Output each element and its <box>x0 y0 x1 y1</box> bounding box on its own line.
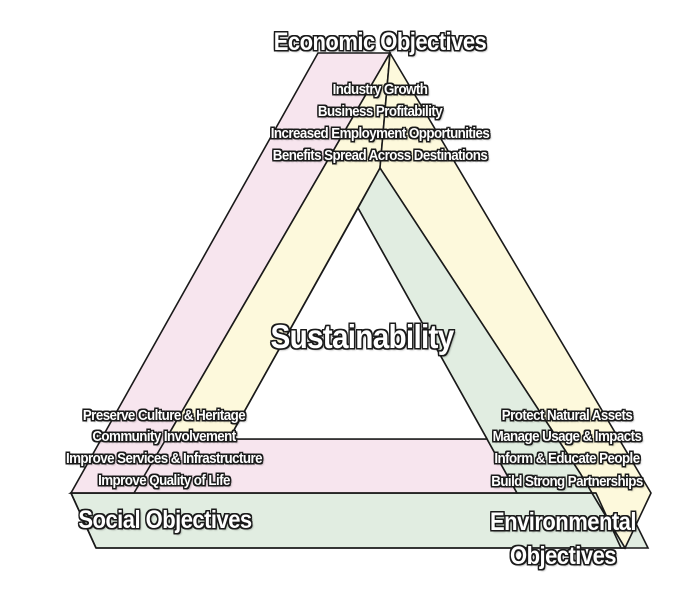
inner-triangle <box>227 206 489 440</box>
economic-item: Increased Employment Opportunities <box>270 126 490 142</box>
economic-item: Benefits Spread Across Destinations <box>272 148 488 164</box>
economic-item: Industry Growth <box>332 82 428 98</box>
social-objectives-title: Social Objectives <box>78 506 252 534</box>
environmental-objectives-list: Protect Natural Assets Manage Usage & Im… <box>462 406 672 494</box>
environmental-item: Inform & Educate People <box>494 451 640 467</box>
pink-left-arm <box>69 52 392 494</box>
environmental-objectives-title-line1: Environmental <box>490 508 636 536</box>
economic-objectives-title: Economic Objectives <box>273 28 487 56</box>
social-objectives-list: Preserve Culture & Heritage Community In… <box>34 406 294 492</box>
social-item: Improve Quality of Life <box>98 473 230 489</box>
social-item: Improve Services & Infrastructure <box>65 451 263 467</box>
economic-objectives-list: Industry Growth Business Profitability I… <box>230 79 530 167</box>
social-item: Community Involvement <box>92 429 236 445</box>
social-item: Preserve Culture & Heritage <box>82 408 246 424</box>
environmental-item: Protect Natural Assets <box>501 408 633 424</box>
economic-item: Business Profitability <box>317 104 443 120</box>
sustainability-label: Sustainability <box>270 318 454 355</box>
environmental-objectives-title-line2: Objectives <box>509 542 617 570</box>
environmental-item: Manage Usage & Impacts <box>492 429 642 445</box>
environmental-item: Build Strong Partnerships <box>491 474 643 490</box>
